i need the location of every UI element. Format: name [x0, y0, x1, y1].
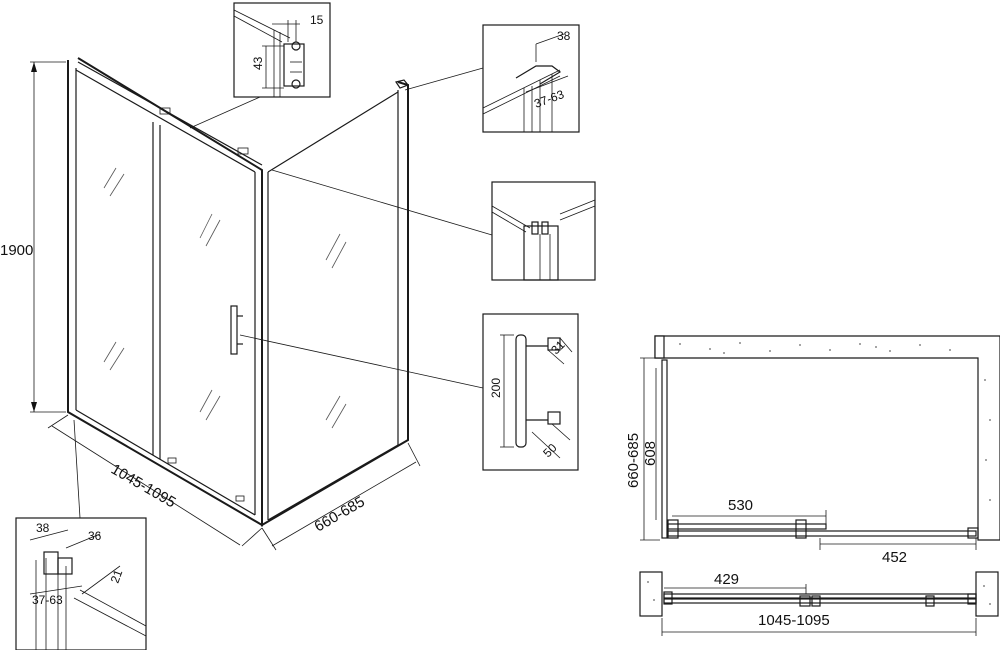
detail-bottom-36: 36	[88, 529, 102, 543]
side-panel	[261, 81, 409, 527]
glass-reflections	[103, 167, 347, 429]
detail-bottom-38: 38	[36, 521, 50, 535]
detail-top-43: 43	[251, 56, 265, 70]
plan-view-bottom: 429 1045-1095	[639, 571, 999, 636]
detail-wall-profile-top: 38 37-63	[482, 24, 580, 133]
handle-200-label: 200	[489, 378, 503, 398]
detail-top-rail: 15 43	[233, 2, 331, 98]
front-width-label: 1045-1095	[108, 461, 179, 512]
leader-lines	[73, 67, 493, 519]
concrete-texture	[679, 342, 991, 501]
height-dimension: 1900	[0, 61, 66, 413]
plan-width-label: 1045-1095	[758, 612, 830, 629]
side-depth-label: 660-685	[312, 493, 368, 535]
side-depth-dimension: 660-685	[261, 442, 421, 551]
detail-corner-profile	[491, 181, 596, 281]
height-label: 1900	[0, 242, 33, 259]
door-handle	[230, 305, 243, 355]
plan-608-label: 608	[642, 441, 659, 466]
plan-452-label: 452	[882, 549, 907, 566]
detail-right-38: 38	[557, 29, 571, 43]
plan-depth-label: 660-685	[625, 433, 642, 488]
enclosure-isometric	[67, 57, 409, 527]
detail-bottom-21: 21	[108, 567, 126, 585]
plan-429-label: 429	[714, 571, 739, 588]
detail-wall-profile-bottom: 38 36 21 37-63	[15, 517, 147, 650]
detail-handle: 200 31 50	[482, 313, 579, 471]
plan-view-top: 660-685 608 530 452	[625, 335, 1000, 566]
detail-bottom-range: 37-63	[32, 593, 63, 607]
detail-top-15: 15	[310, 13, 324, 27]
plan-530-label: 530	[728, 497, 753, 514]
